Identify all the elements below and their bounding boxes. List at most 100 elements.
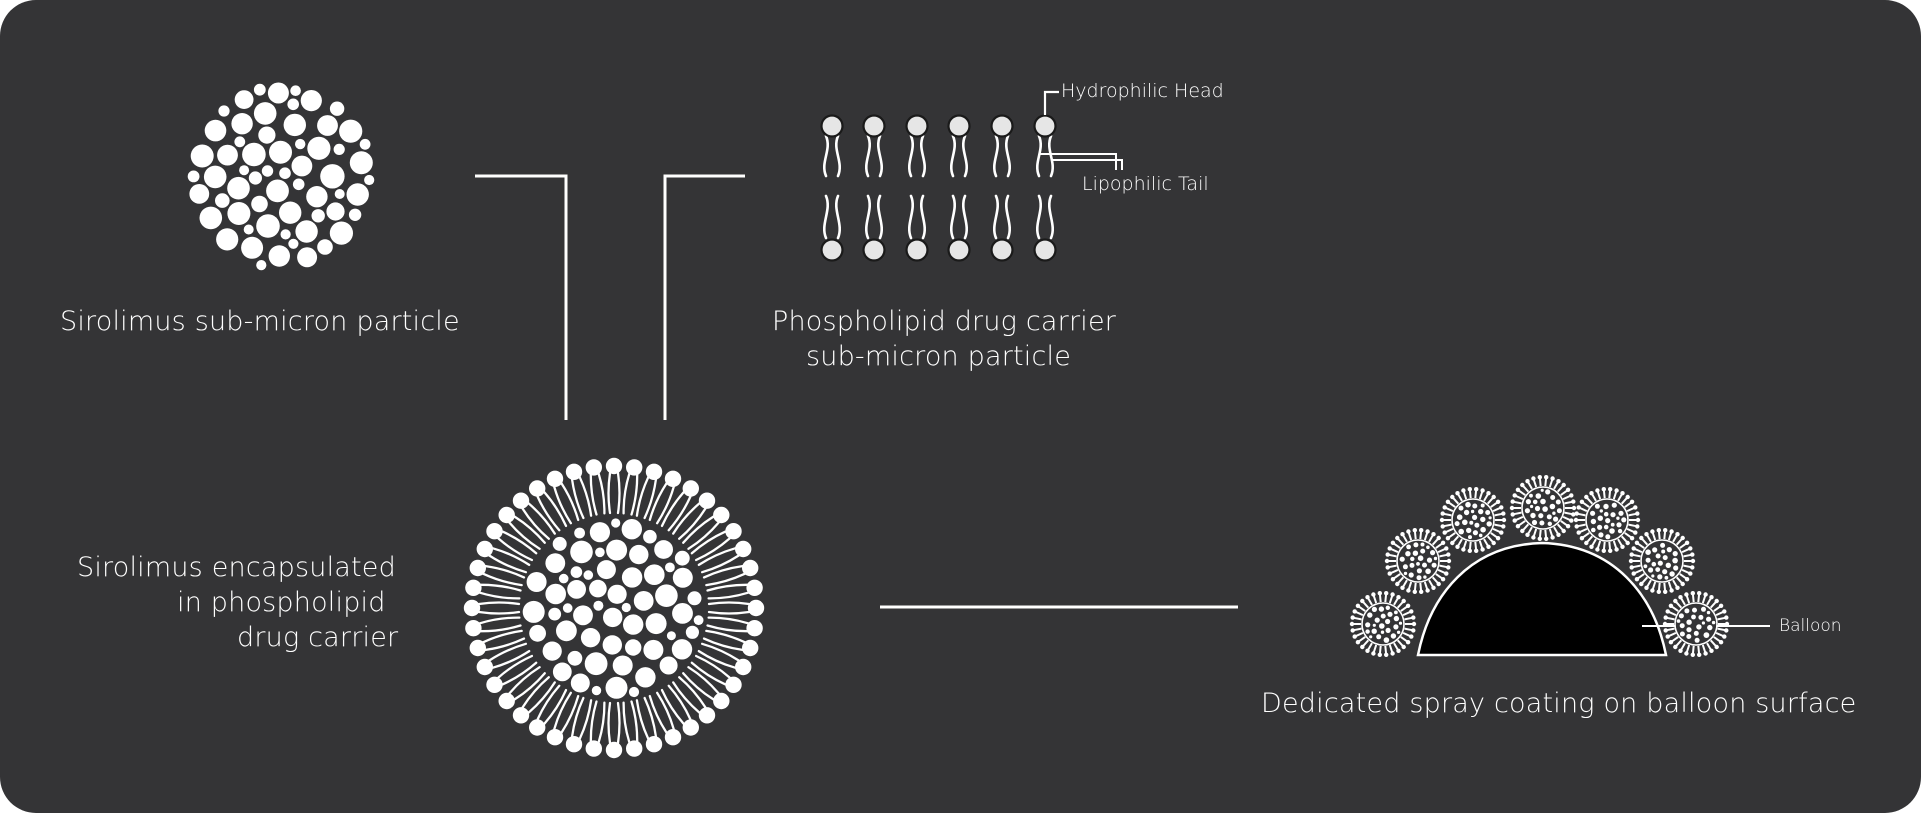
micelle-head xyxy=(626,740,643,757)
core-dot xyxy=(1365,622,1371,628)
sphere-dot xyxy=(607,584,627,604)
corona-spike xyxy=(1697,594,1701,603)
corona-head xyxy=(1620,491,1625,496)
corona-head xyxy=(1574,511,1579,516)
micelle-tail xyxy=(655,691,675,731)
core-dot xyxy=(1417,555,1424,561)
corona-spike xyxy=(1663,582,1667,591)
corona-head xyxy=(1556,479,1561,484)
micelle-tail xyxy=(578,699,593,740)
sphere-dot xyxy=(522,600,545,623)
corona-spike xyxy=(1646,534,1652,543)
micelle-head xyxy=(735,658,752,676)
corona-head xyxy=(1644,532,1649,537)
corona-spike xyxy=(1691,594,1695,603)
core-dot xyxy=(1416,575,1422,581)
corona-spike xyxy=(1577,512,1586,517)
connector-right xyxy=(663,174,745,420)
corona-head xyxy=(1634,577,1640,582)
corona-spike xyxy=(1362,601,1370,609)
core-dot xyxy=(1603,524,1609,530)
corona-head xyxy=(1668,603,1674,608)
micelle-tail xyxy=(521,507,550,540)
sphere-dot xyxy=(570,673,590,693)
micelle-tail xyxy=(543,491,568,528)
corona-head xyxy=(1579,536,1585,541)
corona-spike xyxy=(1709,639,1717,647)
corona-spike xyxy=(1518,520,1526,527)
core-dot xyxy=(1603,503,1609,510)
corona-head xyxy=(1690,652,1696,657)
core-dot xyxy=(1610,522,1615,527)
micelle-tail xyxy=(607,701,612,745)
sphere-dot xyxy=(269,140,292,164)
micelle-tail xyxy=(630,700,639,743)
core-dot xyxy=(1408,572,1414,578)
corona-head xyxy=(1509,505,1515,511)
micelle-tail xyxy=(513,515,546,544)
corona-head xyxy=(1601,548,1607,553)
core-dot xyxy=(1538,513,1544,519)
coated-particle-icon xyxy=(1509,475,1577,541)
corona-spike xyxy=(1372,595,1378,604)
corona-head xyxy=(1377,591,1383,596)
micelle-tail xyxy=(501,530,538,555)
micelle-tail xyxy=(630,473,639,516)
corona-head xyxy=(1629,565,1634,570)
sphere-dot xyxy=(589,522,611,543)
sphere-dot xyxy=(215,193,230,208)
corona-head xyxy=(1684,651,1689,656)
corona-spike xyxy=(1617,493,1623,502)
micelle-tail xyxy=(521,676,550,709)
lipid-tail xyxy=(865,134,871,240)
lipid-tail xyxy=(950,134,956,240)
micelle-tail xyxy=(482,629,523,644)
sphere-dot xyxy=(199,206,223,230)
corona-head xyxy=(1350,628,1355,633)
micelle-head xyxy=(486,523,503,540)
core-dot xyxy=(1456,514,1463,520)
phospholipid-bilayer-icon xyxy=(820,114,1057,262)
core-dot xyxy=(1546,514,1552,520)
corona-spike xyxy=(1668,631,1677,638)
micelle-tail xyxy=(648,482,668,522)
corona-head xyxy=(1396,648,1401,653)
corona-head xyxy=(1445,499,1451,504)
corona-spike xyxy=(1435,573,1443,580)
sphere-dot xyxy=(643,639,664,660)
corona-head xyxy=(1678,648,1683,653)
core-dot xyxy=(1399,556,1405,562)
corona-head xyxy=(1584,494,1589,500)
corona-head xyxy=(1425,588,1430,593)
corona-head xyxy=(1411,615,1416,620)
core-dot xyxy=(1692,607,1697,613)
micelle-tail xyxy=(700,642,740,662)
micelle-head xyxy=(626,459,643,476)
micelle-head xyxy=(742,559,759,577)
micelle-tail xyxy=(479,624,522,633)
sphere-dot xyxy=(317,239,333,255)
core-dot xyxy=(1706,610,1711,615)
core-dot xyxy=(1425,568,1431,575)
corona-head xyxy=(1565,524,1571,529)
core-dot xyxy=(1486,521,1492,527)
lipid-tail xyxy=(920,134,926,240)
corona-head xyxy=(1680,535,1685,541)
core-dot xyxy=(1684,608,1690,614)
core-dot xyxy=(1648,567,1654,573)
sphere-dot xyxy=(349,151,373,175)
corona-spike xyxy=(1358,605,1366,612)
corona-spike xyxy=(1372,644,1378,653)
corona-spike xyxy=(1513,511,1522,516)
corona-spike xyxy=(1612,540,1618,549)
core-dot xyxy=(1597,515,1604,521)
micelle-head xyxy=(529,480,546,497)
micelle-tail xyxy=(694,654,731,679)
balloon-shape xyxy=(1416,541,1668,657)
core-dot xyxy=(1378,606,1385,612)
corona-head xyxy=(1390,540,1396,545)
corona-spike xyxy=(1428,579,1434,588)
micelle-tail xyxy=(477,601,521,606)
corona-head xyxy=(1663,589,1668,594)
corona-head xyxy=(1620,544,1625,549)
